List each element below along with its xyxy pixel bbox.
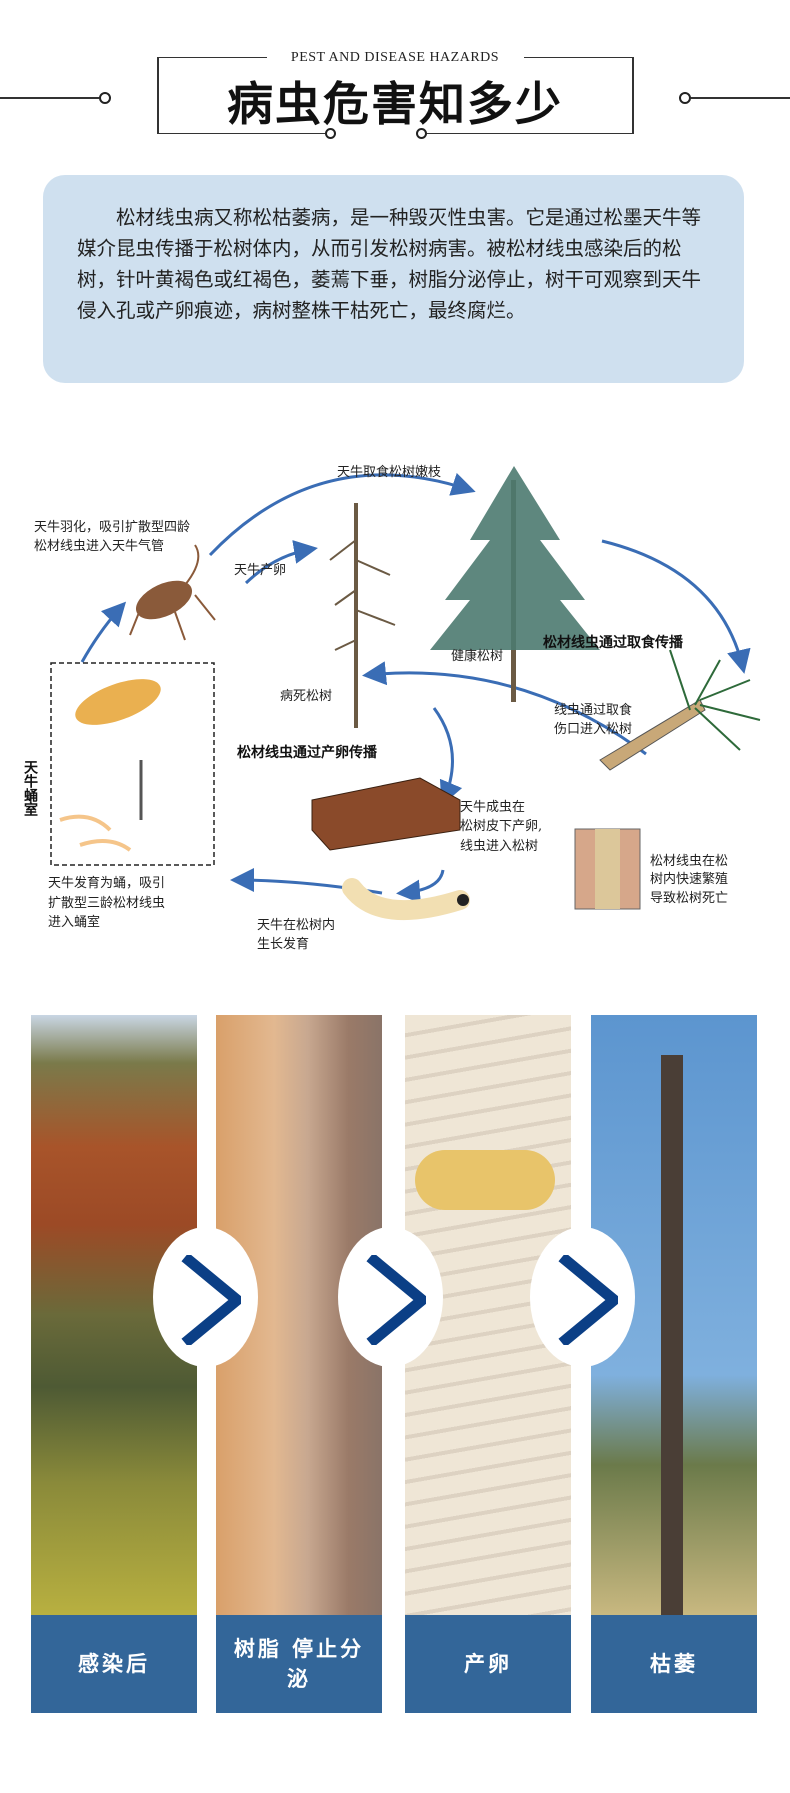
arrow-to-log (432, 707, 463, 806)
arrow-lay (244, 540, 318, 585)
left-divider-line (0, 97, 99, 99)
pine-branch-icon (599, 649, 761, 771)
arrow-to-beetle (80, 601, 127, 663)
arrow-to-larva (396, 869, 445, 904)
label-adult-1: 天牛成虫在 (460, 800, 525, 815)
label-dead-tree: 病死松树 (280, 689, 332, 704)
intro-text: 松材线虫病又称松枯萎病，是一种毁灭性虫害。它是通过松墨天牛等媒介昆虫传播于松树体… (43, 175, 744, 383)
frame-circle-right (416, 128, 427, 139)
title-frame (157, 57, 634, 134)
chevron-right-icon (558, 1255, 618, 1345)
label-larva-1: 天牛在松树内 (257, 917, 335, 933)
frame-bottom-right (427, 133, 634, 134)
tree-trunk (661, 1055, 683, 1615)
frame-top-right (524, 57, 634, 58)
next-chevron-2 (338, 1227, 443, 1367)
label-emerge-2: 松材线虫进入天牛气管 (34, 538, 164, 554)
stage-label-withered: 枯萎 (591, 1615, 757, 1713)
label-pupa-2: 扩散型三龄松材线虫 (48, 896, 165, 911)
label-lay-eggs: 天牛产卵 (234, 563, 286, 578)
arrow-feed (208, 472, 476, 557)
log-icon (311, 777, 461, 851)
larva-icon (342, 878, 470, 921)
left-divider-circle (99, 92, 111, 104)
label-healthy-tree: 健康松树 (451, 648, 503, 664)
arrow-spread (601, 539, 751, 674)
larva-in-wood (415, 1150, 555, 1210)
label-adult-3: 线虫进入松树 (460, 839, 538, 854)
next-chevron-3 (530, 1227, 635, 1367)
right-divider-circle (679, 92, 691, 104)
label-wound-2: 伤口进入松树 (554, 722, 632, 737)
label-adult-2: 松树皮下产卵, (460, 819, 542, 834)
frame-top-left (157, 57, 267, 58)
chevron-right-icon (181, 1255, 241, 1345)
label-spread-feeding: 松材线虫通过取食传播 (543, 634, 684, 651)
label-wound-1: 线虫通过取食 (554, 702, 632, 718)
label-pupa-3: 进入蛹室 (48, 914, 100, 930)
label-pupa-1: 天牛发育为蛹，吸引 (48, 875, 165, 891)
stage-label-infected: 感染后 (31, 1615, 197, 1713)
label-multiply-2: 树内快速繁殖 (650, 871, 728, 887)
label-pupal-chamber: 天牛蛹室 (22, 760, 38, 816)
healthy-tree-icon (430, 466, 600, 702)
beetle-icon (129, 544, 216, 641)
pupa-icon (59, 679, 161, 852)
frame-bottom-left (157, 133, 325, 134)
right-divider-line (691, 97, 790, 99)
label-spread-eggs: 松材线虫通过产卵传播 (237, 744, 378, 761)
pupal-chamber-box (50, 662, 215, 866)
page-title: 病虫危害知多少 (227, 77, 563, 131)
label-multiply-3: 导致松树死亡 (650, 891, 728, 906)
label-feed-twigs: 天牛取食松树嫩枝 (337, 464, 441, 480)
wood-section-icon (574, 828, 641, 910)
label-multiply-1: 松材线虫在松 (650, 854, 728, 869)
stage-label-eggs: 产卵 (405, 1615, 571, 1713)
page-subtitle: PEST AND DISEASE HAZARDS (290, 50, 500, 65)
next-chevron-1 (153, 1227, 258, 1367)
stage-label-resin: 树脂 停止分泌 (216, 1615, 382, 1713)
life-cycle-diagram: 天牛取食松树嫩枝 天牛羽化，吸引扩散型四龄 松材线虫进入天牛气管 天牛产卵 健康… (22, 464, 761, 952)
label-larva-2: 生长发育 (257, 936, 309, 952)
photo-withered-tree (591, 1015, 757, 1615)
label-emerge-1: 天牛羽化，吸引扩散型四龄 (34, 520, 190, 535)
frame-circle-left (325, 128, 336, 139)
chevron-right-icon (366, 1255, 426, 1345)
dead-tree-icon (329, 503, 396, 728)
